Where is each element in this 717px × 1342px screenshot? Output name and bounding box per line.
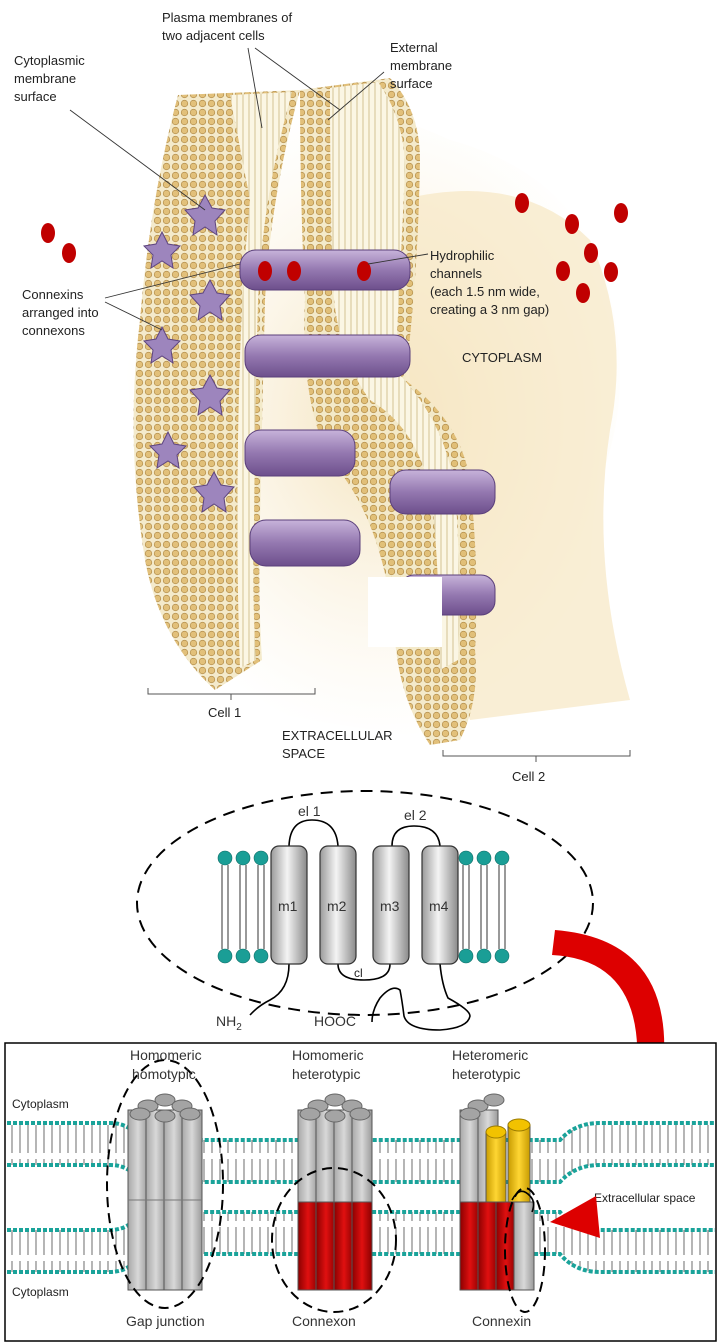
ion [62, 243, 76, 263]
cytoplasm-label: CYTOPLASM [462, 350, 542, 365]
connexon-channel [298, 1094, 372, 1290]
cell1-label: Cell 1 [208, 705, 241, 720]
membrane-3d-panel: Plasma membranes of two adjacent cells C… [14, 10, 640, 784]
connexon-2 [245, 335, 410, 377]
hydrophilic-label-3: (each 1.5 nm wide, [430, 284, 540, 299]
connexon-types-panel: Homomeric homotypic Homomeric heterotypi… [5, 1043, 716, 1341]
ion [614, 203, 628, 223]
cytoplasm-top-label: Cytoplasm [12, 1097, 69, 1111]
type3-line1: Heteromeric [452, 1047, 528, 1063]
connexin-topology-panel: m1 m2 m3 m4 el 1 el 2 cl NH2 HOOC [137, 791, 593, 1033]
cell2-label: Cell 2 [512, 769, 545, 784]
segment-m1-label: m1 [278, 898, 298, 914]
segment-m2-label: m2 [327, 898, 347, 914]
n-terminus-subscript: 2 [236, 1022, 242, 1033]
ion [287, 261, 301, 281]
lipids-right [459, 851, 509, 963]
extracellular-space-label: Extracellular space [594, 1191, 696, 1205]
gap-junction-channel [128, 1094, 202, 1290]
cytoplasmic-loop [338, 964, 390, 980]
extracellular-loop-1 [289, 820, 338, 846]
ion [576, 283, 590, 303]
loop-el1-label: el 1 [298, 803, 321, 819]
hydrophilic-label-2: channels [430, 266, 483, 281]
n-terminus-tail [250, 964, 289, 1015]
ion [515, 193, 529, 213]
extracellular-label-2: SPACE [282, 746, 325, 761]
caption-connexin: Connexin [472, 1313, 531, 1329]
ion [41, 223, 55, 243]
ion [584, 243, 598, 263]
ion [258, 261, 272, 281]
external-surface-label-2: membrane [390, 58, 452, 73]
type1-line1: Homomeric [130, 1047, 202, 1063]
cytoplasmic-surface-label-1: Cytoplasmic [14, 53, 85, 68]
lipids-left [218, 851, 268, 963]
cell2-bracket [443, 750, 630, 762]
caption-connexon: Connexon [292, 1313, 356, 1329]
connexon-4 [250, 520, 360, 566]
connexins-label-2: arranged into [22, 305, 99, 320]
connexin-channel [460, 1094, 534, 1290]
segment-m4-label: m4 [429, 898, 449, 914]
connexon-5 [390, 470, 495, 514]
plasma-membranes-label-1: Plasma membranes of [162, 10, 292, 25]
cytoplasm-bottom-label: Cytoplasm [12, 1285, 69, 1299]
external-surface-label-1: External [390, 40, 438, 55]
segment-m3-label: m3 [380, 898, 400, 914]
ion [556, 261, 570, 281]
external-surface-label-3: surface [390, 76, 433, 91]
extracellular-label-1: EXTRACELLULAR [282, 728, 393, 743]
cytoplasmic-surface-label-2: membrane [14, 71, 76, 86]
hydrophilic-label-4: creating a 3 nm gap) [430, 302, 549, 317]
caption-gap-junction: Gap junction [126, 1313, 205, 1329]
connexins-label-3: connexons [22, 323, 85, 338]
type1-line2: homotypic [132, 1066, 196, 1082]
cytoplasmic-surface-label-3: surface [14, 89, 57, 104]
connexins-label-1: Connexins [22, 287, 84, 302]
plasma-membranes-label-2: two adjacent cells [162, 28, 265, 43]
c-terminus-label: HOOC [314, 1013, 356, 1029]
loop-el2-label: el 2 [404, 807, 427, 823]
hydrophilic-label-1: Hydrophilic [430, 248, 495, 263]
ion [565, 214, 579, 234]
n-terminus-label: NH2 [216, 1013, 242, 1033]
loop-cl-label: cl [354, 966, 363, 980]
extracellular-loop-2 [392, 826, 440, 846]
type3-line2: heterotypic [452, 1066, 520, 1082]
blank-overlay [368, 577, 442, 647]
topology-dashed-ellipse [137, 791, 593, 1015]
connexon-3 [245, 430, 355, 476]
type2-line1: Homomeric [292, 1047, 364, 1063]
ion [604, 262, 618, 282]
type2-line2: heterotypic [292, 1066, 360, 1082]
